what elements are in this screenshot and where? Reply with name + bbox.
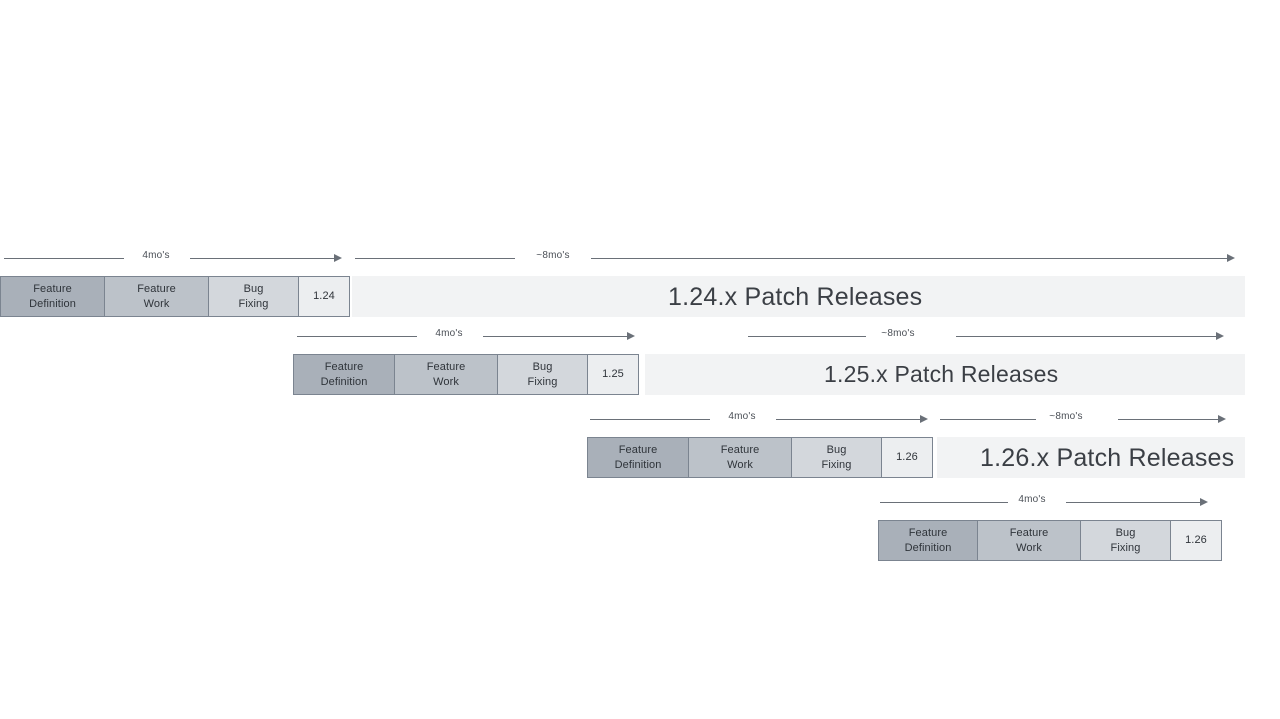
phase-bar-126: Feature Definition Feature Work Bug Fixi…	[587, 437, 933, 478]
phase-feature-definition[interactable]: Feature Definition	[293, 354, 395, 395]
dev-duration-measure-126: 4mo's	[590, 411, 930, 427]
patch-duration-label: ~8mo's	[536, 250, 570, 261]
arrow-head-icon	[1227, 254, 1235, 262]
phase-label-line2: Definition	[320, 375, 368, 388]
dev-duration-label: 4mo's	[728, 411, 756, 422]
phase-label-line1: Bug	[826, 444, 847, 457]
phase-label-line1: Feature	[720, 444, 760, 457]
phase-label-line2: Definition	[614, 458, 662, 471]
phase-label-line2: Fixing	[238, 297, 269, 310]
phase-label-line2: Work	[727, 458, 753, 471]
phase-label-line2: Fixing	[527, 375, 558, 388]
patch-duration-measure-124: ~8mo's	[355, 250, 1237, 266]
measure-line-left	[4, 258, 124, 259]
arrow-head-icon	[334, 254, 342, 262]
phase-label-line2: Definition	[29, 297, 76, 310]
arrow-head-icon	[1200, 498, 1208, 506]
phase-label-line2: Work	[433, 375, 459, 388]
measure-line-right	[1066, 502, 1202, 503]
patch-release-label-125: 1.25.x Patch Releases	[824, 361, 1059, 387]
measure-line-left	[590, 419, 710, 420]
phase-bug-fixing[interactable]: Bug Fixing	[497, 354, 588, 395]
measure-line-left	[355, 258, 515, 259]
phase-feature-definition[interactable]: Feature Definition	[0, 276, 105, 317]
measure-line-left	[297, 336, 417, 337]
phase-bug-fixing[interactable]: Bug Fixing	[791, 437, 882, 478]
dev-duration-measure-125: 4mo's	[297, 328, 637, 344]
dev-duration-label: 4mo's	[435, 328, 463, 339]
phase-feature-work[interactable]: Feature Work	[688, 437, 792, 478]
measure-line-left	[880, 502, 1008, 503]
phase-label-line1: Feature	[1009, 527, 1049, 540]
phase-bug-fixing[interactable]: Bug Fixing	[208, 276, 299, 317]
patch-release-band-125	[645, 354, 1245, 395]
phase-feature-work[interactable]: Feature Work	[394, 354, 498, 395]
patch-duration-measure-126: ~8mo's	[940, 411, 1230, 427]
version-box-126[interactable]: 1.26	[881, 437, 933, 478]
phase-label-line2: Work	[143, 297, 170, 310]
arrow-head-icon	[627, 332, 635, 340]
phase-label-line2: Work	[1016, 541, 1042, 554]
version-box-124[interactable]: 1.24	[298, 276, 350, 317]
patch-release-band-124	[352, 276, 1245, 317]
measure-line-right	[776, 419, 922, 420]
version-box-next[interactable]: 1.26	[1170, 520, 1222, 561]
patch-duration-label: ~8mo's	[881, 328, 915, 339]
phase-label-line2: Definition	[904, 541, 952, 554]
patch-duration-label: ~8mo's	[1049, 411, 1083, 422]
phase-feature-work[interactable]: Feature Work	[977, 520, 1081, 561]
phase-feature-work[interactable]: Feature Work	[104, 276, 209, 317]
version-box-125[interactable]: 1.25	[587, 354, 639, 395]
measure-line-right	[483, 336, 629, 337]
dev-duration-measure-next: 4mo's	[880, 494, 1220, 510]
phase-label-line2: Fixing	[821, 458, 852, 471]
arrow-head-icon	[1216, 332, 1224, 340]
patch-release-label-126: 1.26.x Patch Releases	[980, 444, 1235, 472]
phase-label-line1: Bug	[1115, 527, 1136, 540]
measure-line-right	[956, 336, 1220, 337]
patch-release-band-126	[937, 437, 1245, 478]
dev-duration-label: 4mo's	[1018, 494, 1046, 505]
phase-bug-fixing[interactable]: Bug Fixing	[1080, 520, 1171, 561]
phase-label-line1: Feature	[137, 283, 176, 296]
patch-release-label-124: 1.24.x Patch Releases	[668, 283, 923, 311]
phase-label-line1: Feature	[618, 444, 658, 457]
patch-duration-measure-125: ~8mo's	[748, 328, 1230, 344]
phase-bar-124: Feature Definition Feature Work Bug Fixi…	[0, 276, 350, 317]
measure-line-right	[1118, 419, 1222, 420]
phase-label-line1: Bug	[243, 283, 264, 296]
phase-bar-next: Feature Definition Feature Work Bug Fixi…	[878, 520, 1222, 561]
measure-line-right	[190, 258, 336, 259]
phase-bar-125: Feature Definition Feature Work Bug Fixi…	[293, 354, 639, 395]
measure-line-right	[591, 258, 1229, 259]
arrow-head-icon	[1218, 415, 1226, 423]
phase-label-line1: Feature	[33, 283, 72, 296]
dev-duration-measure-124: 4mo's	[4, 250, 344, 266]
phase-label-line1: Feature	[908, 527, 948, 540]
dev-duration-label: 4mo's	[142, 250, 170, 261]
phase-label-line1: Bug	[532, 361, 553, 374]
phase-label-line1: Feature	[324, 361, 364, 374]
phase-feature-definition[interactable]: Feature Definition	[587, 437, 689, 478]
phase-label-line1: Feature	[426, 361, 466, 374]
phase-feature-definition[interactable]: Feature Definition	[878, 520, 978, 561]
measure-line-left	[940, 419, 1036, 420]
measure-line-left	[748, 336, 866, 337]
phase-label-line2: Fixing	[1110, 541, 1141, 554]
arrow-head-icon	[920, 415, 928, 423]
